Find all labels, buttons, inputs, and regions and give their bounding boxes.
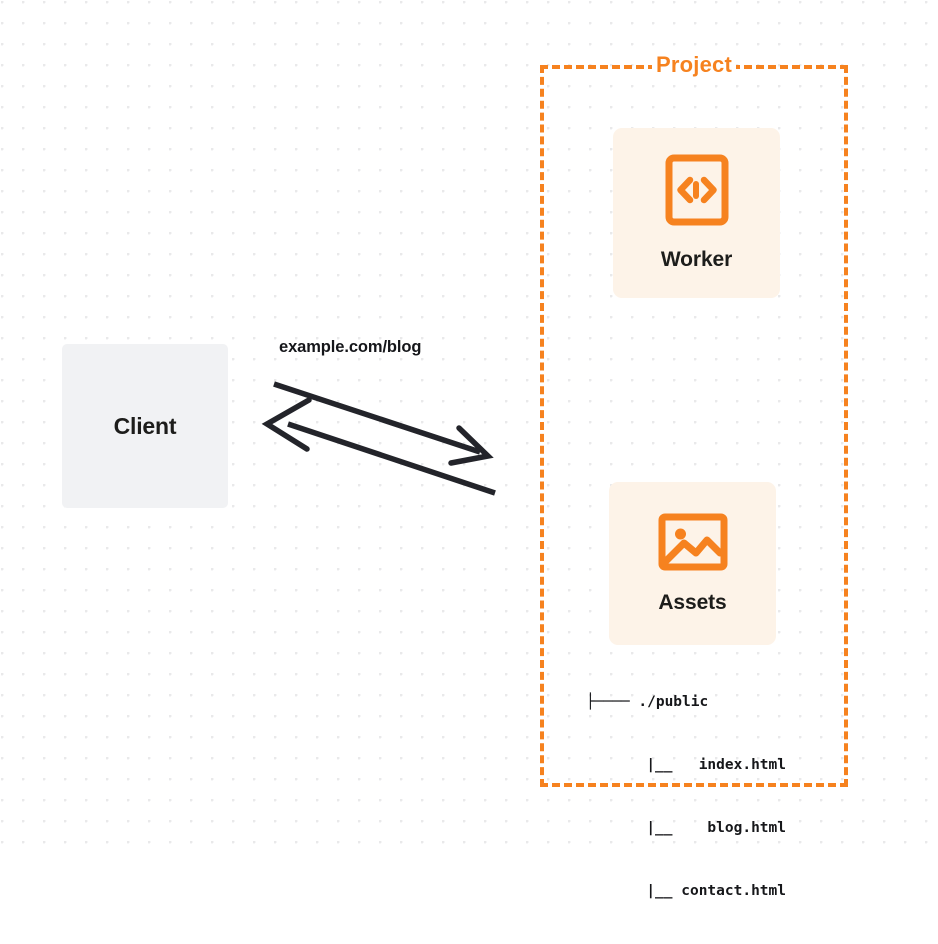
image-picture-icon (658, 513, 728, 571)
project-title-text: Project (652, 52, 736, 77)
response-arrow (261, 397, 496, 496)
assets-node-label: Assets (658, 590, 727, 614)
client-node[interactable]: Client (62, 344, 228, 508)
request-arrow (273, 381, 494, 466)
file-tree-row: |__ contact.html (646, 883, 786, 899)
worker-node[interactable]: Worker (613, 128, 780, 298)
client-node-label: Client (113, 412, 177, 439)
worker-node-label: Worker (660, 248, 733, 271)
code-brackets-icon (665, 154, 729, 226)
file-tree-row: ├──── ./public (586, 694, 709, 710)
connector-url-label: example.com/blog (279, 338, 422, 356)
diagram-canvas: Client example.com/blog Project Wor (0, 0, 938, 899)
assets-node[interactable]: Assets (609, 482, 776, 645)
assets-file-tree: ├──── ./public |__ index.html |__ blog.h… (586, 650, 786, 944)
project-title: Project (540, 50, 848, 80)
file-tree-row: |__ index.html (646, 757, 786, 773)
file-tree-row: |__ blog.html (646, 820, 786, 836)
